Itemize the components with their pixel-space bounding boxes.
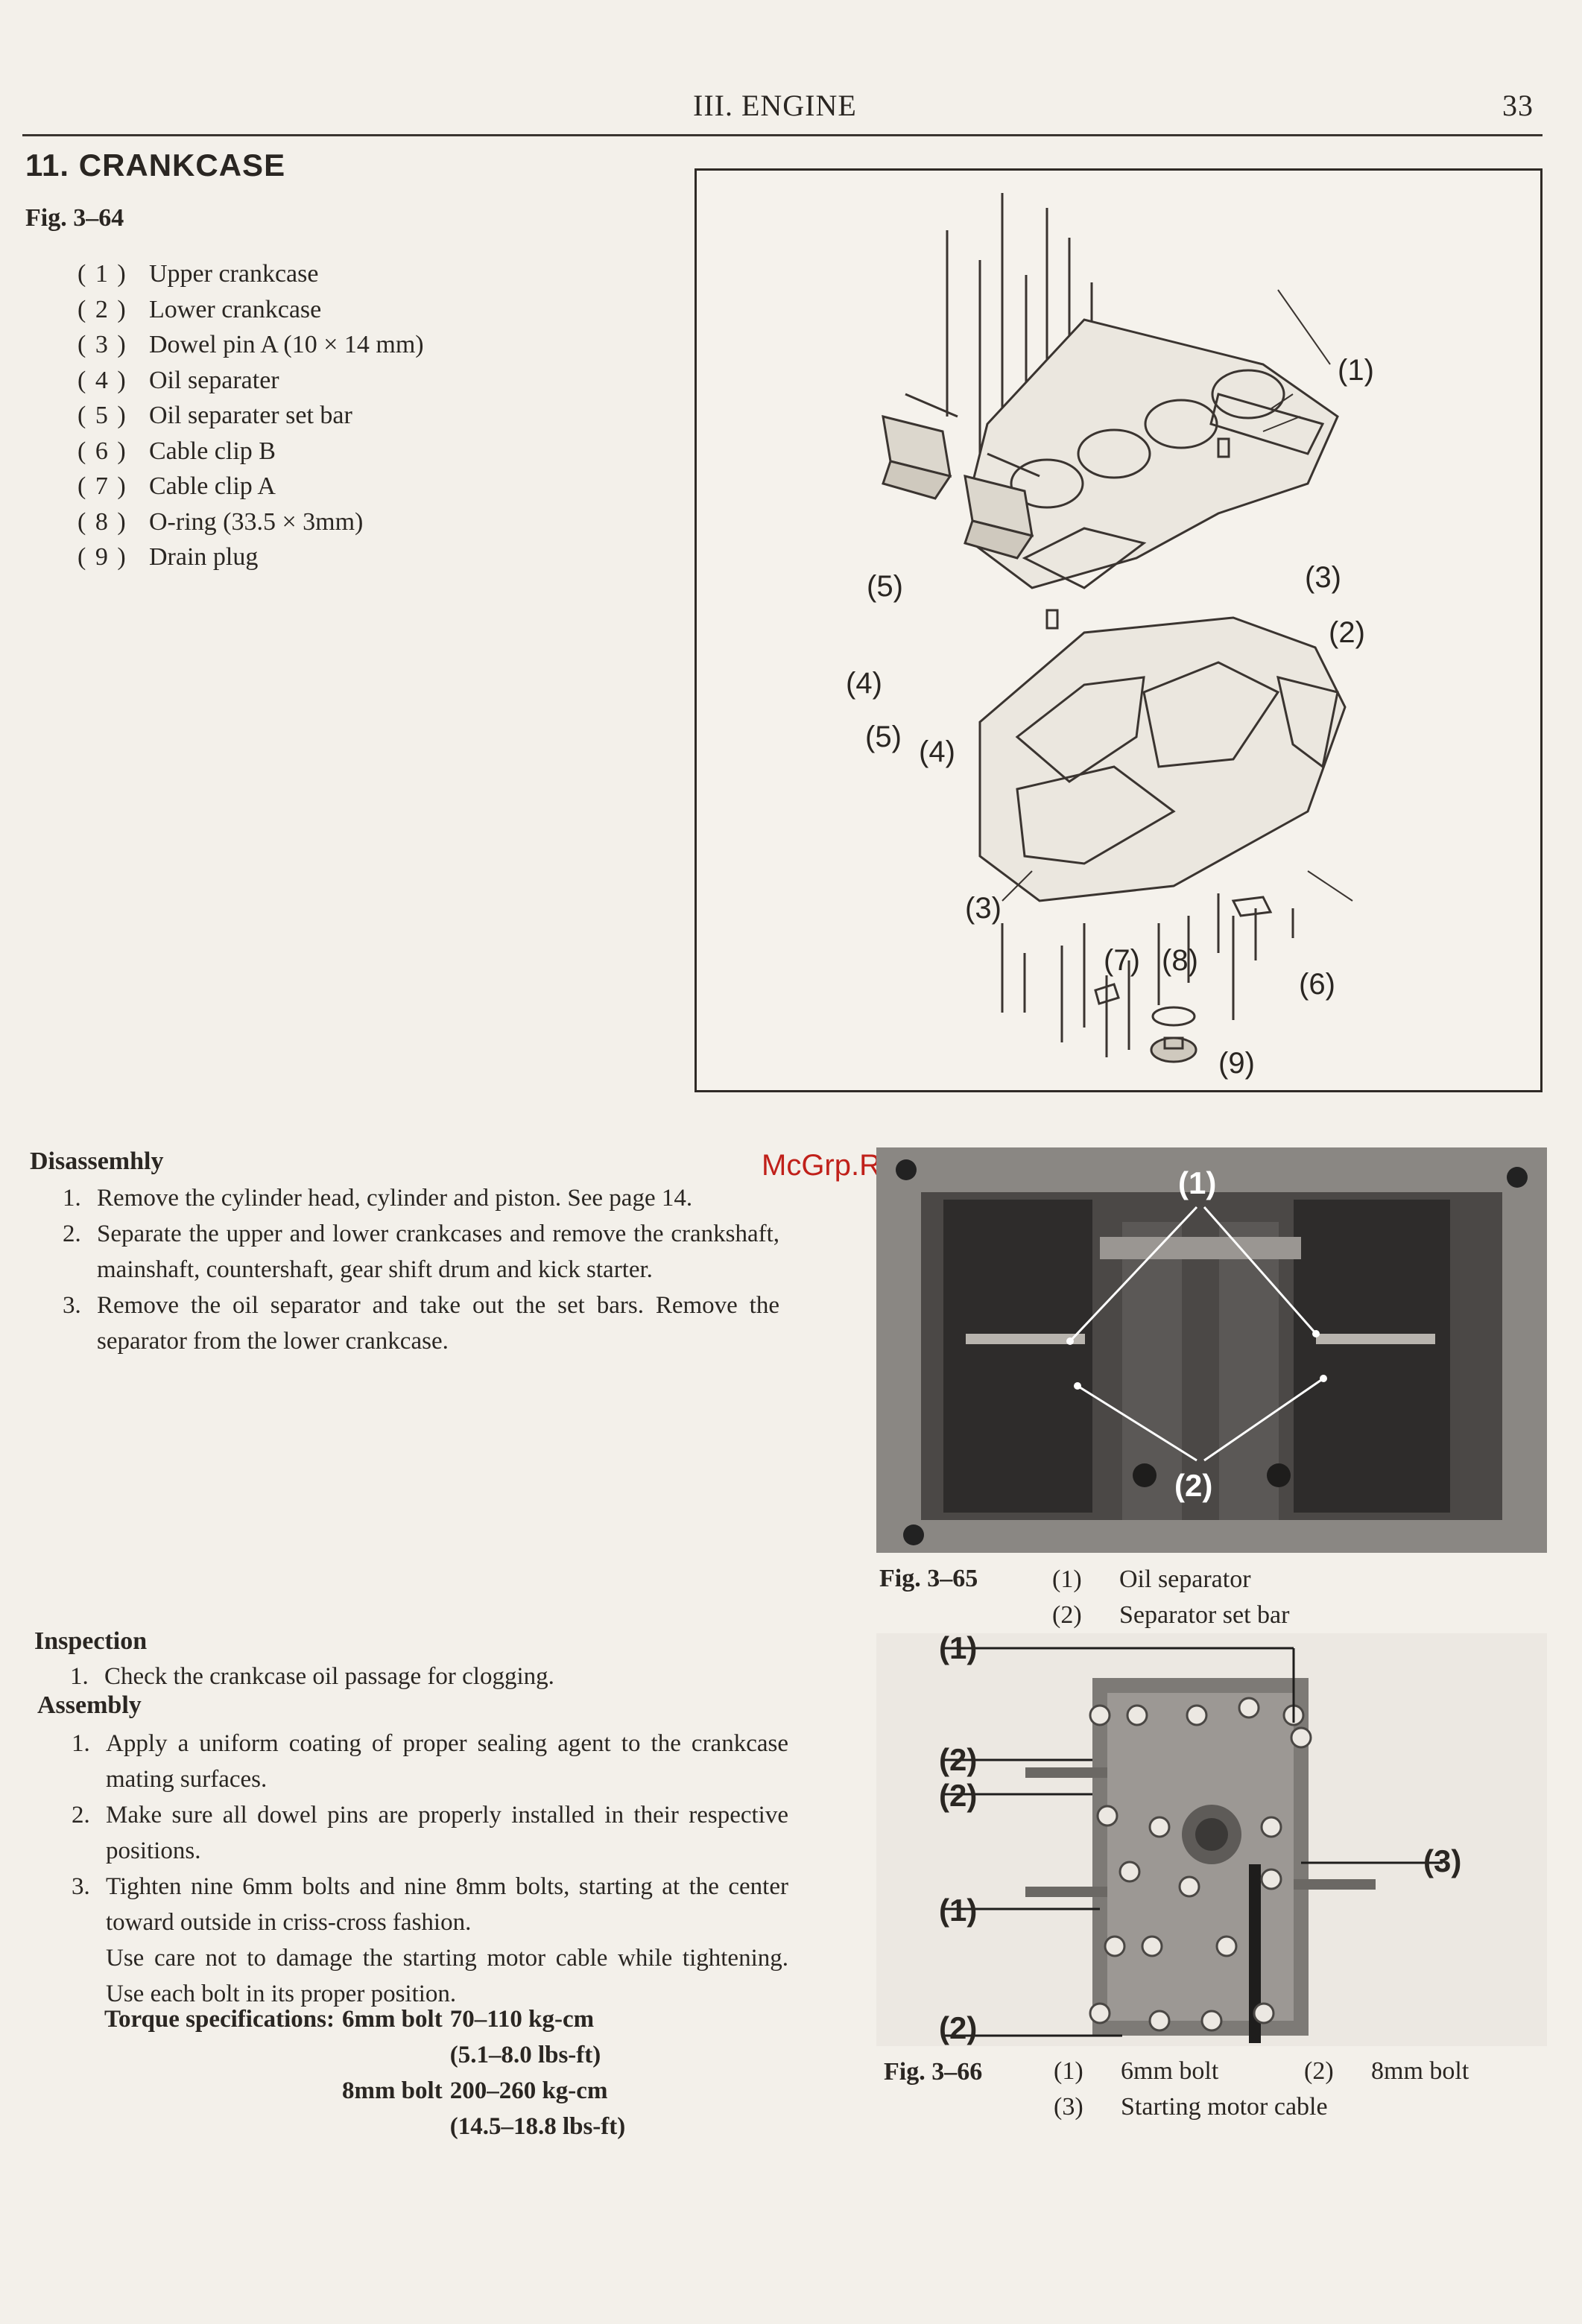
inspection-steps: 1.Check the crankcase oil passage for cl… [70, 1659, 787, 1694]
list-item: 1.Apply a uniform coating of proper seal… [72, 1730, 788, 1793]
list-item: 2.Make sure all dowel pins are properly … [72, 1802, 788, 1864]
disassembly-heading: Disassemhly [30, 1147, 164, 1175]
fig-3-66-label: Fig. 3–66 [884, 2058, 983, 2086]
fig-3-65-caption: (1)Oil separator (2)Separator set bar [1052, 1565, 1290, 1629]
callout-1: (1) [939, 1893, 978, 1928]
table-row: 8mm bolt 200–260 kg-cm(14.5–18.8 lbs-ft) [341, 2077, 626, 2140]
callout-2: (2) [1329, 616, 1365, 649]
inspection-heading: Inspection [34, 1627, 148, 1655]
callout-7: (7) [1104, 944, 1140, 977]
callout-1: (1) [939, 1633, 978, 1665]
callout-3: (3) [965, 892, 1002, 925]
callout-5: (5) [867, 570, 903, 603]
parts-list-item: ( 8 )O-ring (33.5 × 3mm) [77, 507, 364, 536]
parts-list-item: ( 3 )Dowel pin A (10 × 14 mm) [77, 331, 424, 358]
table-row: Torque specifications: 6mm bolt 70–110 k… [104, 2006, 601, 2068]
section-title: 11. CRANKCASE [25, 148, 286, 183]
callout-2: (2) [939, 1742, 978, 1777]
callout-5: (5) [865, 721, 902, 753]
callout-3: (3) [1423, 1843, 1462, 1878]
header-rule [22, 134, 1543, 136]
parts-list: ( 1 )Upper crankcase ( 2 )Lower crankcas… [77, 256, 424, 575]
fig-3-65-label: Fig. 3–65 [879, 1565, 978, 1592]
assembly-note: Use care not to damage the starting moto… [106, 1945, 788, 2007]
callout-2: (2) [939, 2010, 978, 2045]
oil-separator-photo: (1) (2) [876, 1147, 1547, 1553]
parts-list-item: ( 6 )Cable clip B [77, 437, 276, 465]
callout-1: (1) [1338, 354, 1374, 387]
parts-list-item: ( 9 )Drain plug [77, 543, 259, 571]
page-number: 33 [1502, 89, 1534, 122]
bolt-pattern-photo: (1) (2) (2) (1) (3) (2) [876, 1633, 1547, 2046]
callout-4: (4) [846, 667, 882, 700]
watermark-text: McGrp.Ru [762, 1149, 898, 1182]
disassembly-steps: 1.Remove the cylinder head, cylinder and… [63, 1180, 779, 1359]
list-item: 3.Tighten nine 6mm bolts and nine 8mm bo… [72, 1873, 788, 1936]
list-item: 3.Remove the oil separator and take out … [63, 1292, 779, 1355]
exploded-view-frame: (1) (3) (2) (5) (4) (5) (4) (3) (7) (8) … [695, 168, 1543, 1092]
crankcase-exploded-drawing [882, 193, 1353, 1063]
callout-2: (2) [939, 1778, 978, 1813]
assembly-steps: 1.Apply a uniform coating of proper seal… [72, 1726, 788, 2012]
parts-list-item: ( 7 )Cable clip A [77, 472, 276, 500]
callout-3: (3) [1305, 561, 1341, 594]
callout-9: (9) [1218, 1047, 1255, 1080]
parts-list-item: ( 1 )Upper crankcase [77, 260, 319, 288]
torque-spec-table: Torque specifications: 6mm bolt 70–110 k… [104, 2001, 633, 2144]
fig-3-66-caption: (1)6mm bolt(2)8mm bolt (3)Starting motor… [1054, 2057, 1469, 2121]
parts-list-item: ( 5 )Oil separater set bar [77, 402, 352, 429]
callout-2: (2) [1174, 1468, 1213, 1503]
callout-6: (6) [1299, 968, 1335, 1001]
chapter-header: III. ENGINE [693, 89, 857, 122]
assembly-heading: Assembly [37, 1691, 142, 1719]
parts-list-item: ( 2 )Lower crankcase [77, 295, 322, 323]
callout-1: (1) [1178, 1165, 1217, 1200]
parts-list-item: ( 4 )Oil separater [77, 366, 279, 394]
fig-3-64-label: Fig. 3–64 [25, 204, 124, 232]
list-item: 2.Separate the upper and lower crankcase… [63, 1220, 779, 1283]
list-item: 1.Remove the cylinder head, cylinder and… [63, 1185, 693, 1212]
callout-8: (8) [1162, 944, 1198, 977]
callout-4: (4) [919, 735, 955, 768]
list-item: 1.Check the crankcase oil passage for cl… [70, 1663, 554, 1690]
